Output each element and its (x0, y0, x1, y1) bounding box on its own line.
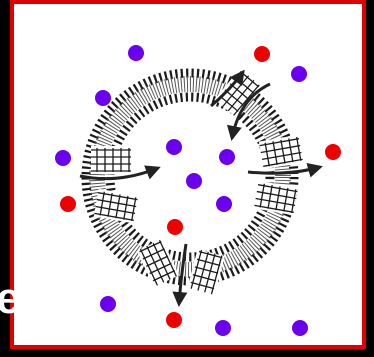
partial-edge-text: e (0, 274, 20, 324)
pore-cluster-bottom (187, 249, 224, 295)
blue-particle (219, 149, 235, 165)
blue-particle (215, 320, 231, 336)
pore-cluster-left-lower (94, 189, 138, 224)
blue-particle (166, 139, 182, 155)
blue-particle (292, 320, 308, 336)
blue-particle (95, 90, 111, 106)
red-particle (325, 144, 341, 160)
blue-particle (291, 66, 307, 82)
pore-cluster-left (91, 146, 131, 174)
red-particle (166, 312, 182, 328)
blue-particle (55, 150, 71, 166)
red-particle (60, 196, 76, 212)
pore-cluster-right-lower (254, 181, 298, 216)
blue-particle (186, 173, 202, 189)
red-particle (167, 219, 183, 235)
blue-particle (128, 45, 144, 61)
red-particle (254, 46, 270, 62)
blue-particle (100, 296, 116, 312)
blue-particle (216, 196, 232, 212)
